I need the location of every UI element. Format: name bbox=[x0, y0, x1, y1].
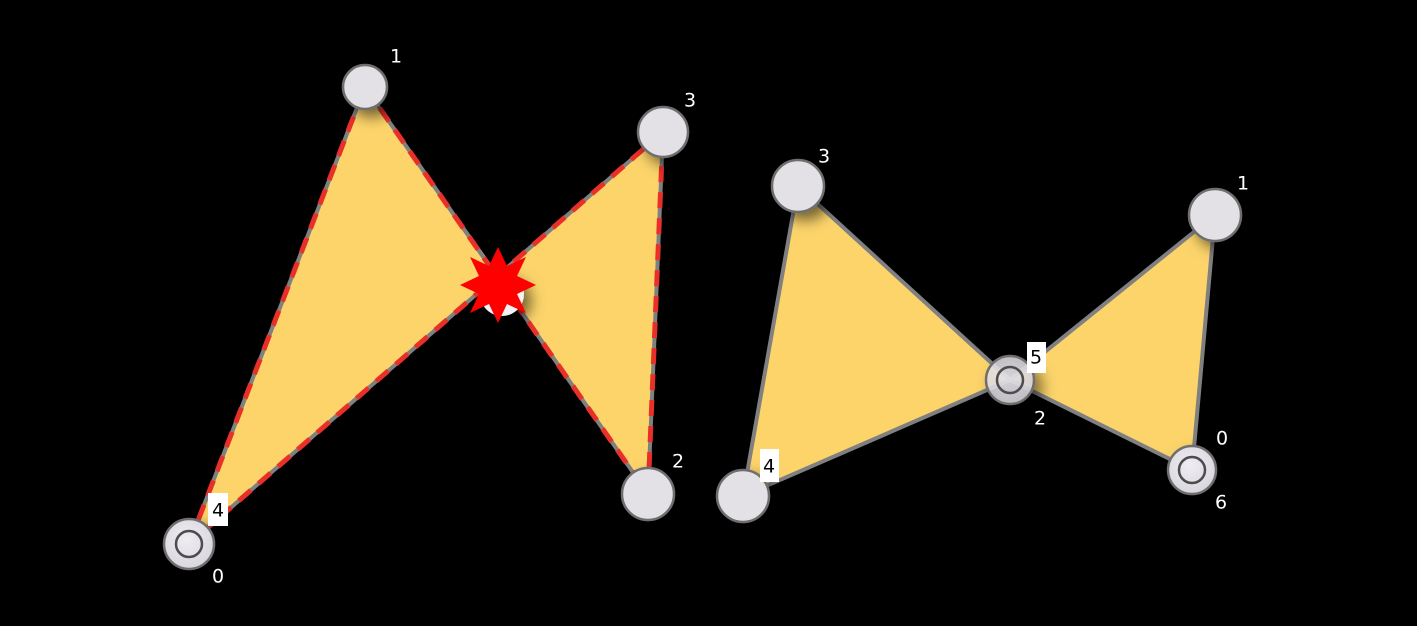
label-box-bg bbox=[1027, 342, 1046, 373]
right-polygon-fill bbox=[743, 186, 1215, 496]
label-node-0: 0 bbox=[1216, 428, 1228, 450]
edge-0-center[interactable] bbox=[1008, 378, 1194, 472]
node-1[interactable] bbox=[1187, 187, 1243, 243]
node-center[interactable] bbox=[984, 354, 1036, 406]
label-node-1: 1 bbox=[1237, 173, 1249, 195]
node-0-inner-ring bbox=[174, 529, 204, 559]
node-center-disc bbox=[984, 354, 1036, 406]
edge-center-4[interactable] bbox=[741, 378, 1012, 498]
intersection-star-icon bbox=[460, 247, 536, 323]
triangle-left-fill bbox=[743, 186, 1010, 496]
label-node-1: 1 bbox=[390, 46, 402, 68]
triangle-right-fill bbox=[1010, 215, 1215, 470]
node-0-inner-ring bbox=[1177, 455, 1207, 485]
node-0-disc bbox=[1166, 444, 1218, 496]
node-1-disc bbox=[1187, 187, 1243, 243]
right-labels: 3 4 5 2 1 0 6 bbox=[760, 145, 1249, 514]
label-node-4-edge-index: 4 bbox=[763, 456, 775, 478]
label-node-center-boxed: 5 bbox=[1027, 342, 1046, 373]
left-lobe-left bbox=[189, 87, 498, 544]
node-4[interactable] bbox=[715, 468, 771, 524]
label-node-0-alt: 6 bbox=[1215, 492, 1227, 514]
edge-4-3[interactable] bbox=[741, 184, 800, 498]
left-figure: 1 3 2 4 0 bbox=[162, 45, 696, 588]
label-node-center-edge-index: 5 bbox=[1030, 347, 1042, 369]
node-1-disc bbox=[341, 63, 389, 111]
right-nodes bbox=[715, 158, 1243, 524]
label-node-center: 2 bbox=[1034, 408, 1046, 430]
label-node-2: 2 bbox=[672, 451, 684, 473]
label-box-bg bbox=[760, 449, 779, 482]
node-center-inner-ring bbox=[995, 365, 1025, 395]
node-3-disc bbox=[770, 158, 826, 214]
right-figure: 3 4 5 2 1 0 6 bbox=[715, 145, 1249, 524]
self-intersection-marker[interactable] bbox=[460, 247, 536, 323]
label-node-0: 0 bbox=[212, 566, 224, 588]
label-node-3: 3 bbox=[818, 146, 830, 168]
left-lobe-right bbox=[498, 132, 663, 494]
edge-1-0[interactable] bbox=[1190, 213, 1217, 472]
label-node-3: 3 bbox=[684, 90, 696, 112]
node-3-disc bbox=[636, 105, 690, 159]
node-0-disc bbox=[162, 517, 216, 571]
edge-3-0-highlight[interactable] bbox=[187, 130, 665, 546]
node-0[interactable] bbox=[162, 517, 216, 571]
label-box-bg bbox=[208, 493, 228, 526]
left-polygon-fill bbox=[189, 87, 663, 544]
node-3[interactable] bbox=[770, 158, 826, 214]
label-node-4-boxed: 4 bbox=[760, 449, 779, 482]
node-3[interactable] bbox=[636, 105, 690, 159]
node-0[interactable] bbox=[1166, 444, 1218, 496]
left-nodes bbox=[162, 63, 690, 571]
node-2-disc bbox=[620, 466, 676, 522]
label-node-0-edge-index: 4 bbox=[212, 500, 224, 522]
node-4-disc bbox=[715, 468, 771, 524]
left-labels: 1 3 2 4 0 bbox=[208, 45, 696, 588]
edge-3-center[interactable] bbox=[796, 184, 1012, 382]
node-2[interactable] bbox=[620, 466, 676, 522]
edge-2-3-highlight[interactable] bbox=[645, 131, 666, 495]
edge-0-1-highlight[interactable] bbox=[186, 86, 368, 545]
node-1[interactable] bbox=[341, 63, 389, 111]
label-node-0-boxed: 4 bbox=[208, 493, 228, 526]
